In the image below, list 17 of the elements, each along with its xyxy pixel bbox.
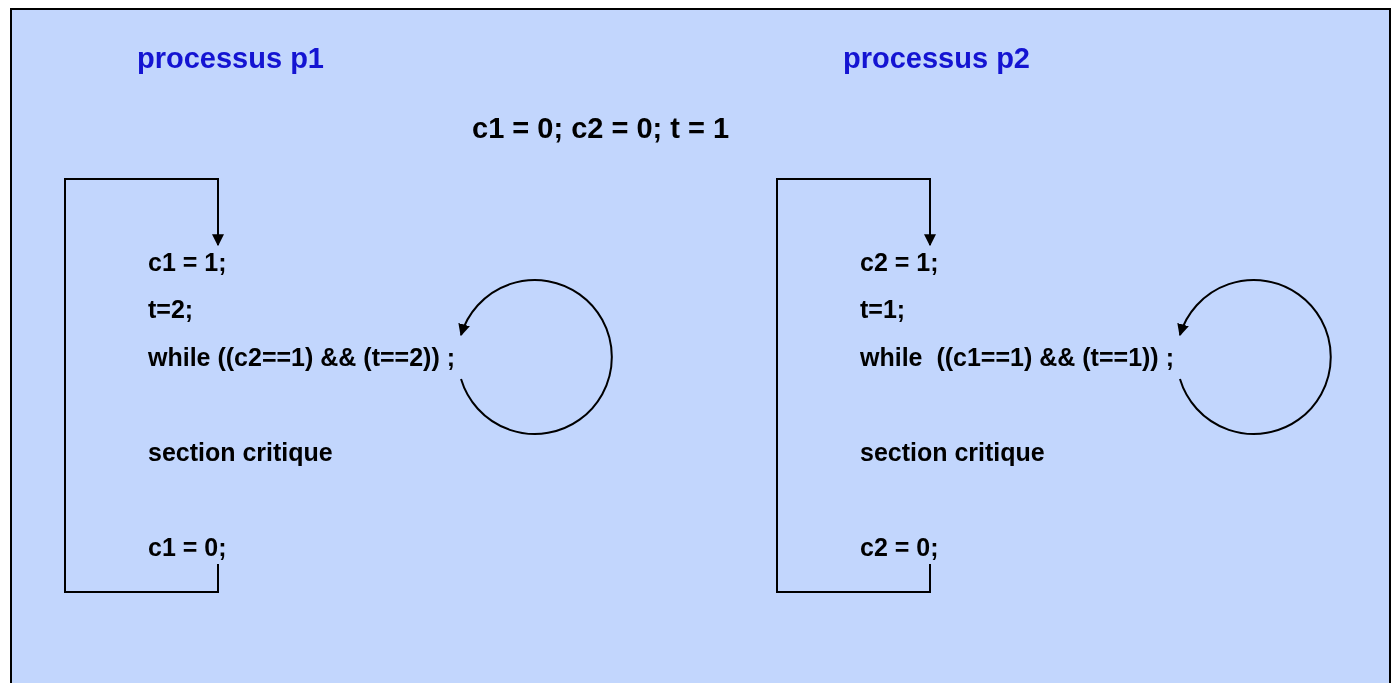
code-line: section critique xyxy=(860,437,1045,467)
code-line: while ((c1==1) && (t==1)) ; xyxy=(860,342,1174,372)
process-title: processus p2 xyxy=(843,41,1030,75)
return-arrow xyxy=(64,178,224,593)
loop-arrow xyxy=(1178,279,1332,435)
code-line: c2 = 0; xyxy=(860,532,939,562)
initialization-text: c1 = 0; c2 = 0; t = 1 xyxy=(472,111,730,145)
code-line: t=2; xyxy=(148,294,194,324)
code-line: section critique xyxy=(148,437,333,467)
code-line: t=1; xyxy=(860,294,906,324)
code-line: c1 = 0; xyxy=(148,532,227,562)
loop-arrow xyxy=(459,279,613,435)
code-line: while ((c2==1) && (t==2)) ; xyxy=(148,342,456,372)
process-title: processus p1 xyxy=(137,41,324,75)
code-line: c1 = 1; xyxy=(148,247,227,277)
code-line: c2 = 1; xyxy=(860,247,939,277)
return-arrow xyxy=(776,178,936,593)
